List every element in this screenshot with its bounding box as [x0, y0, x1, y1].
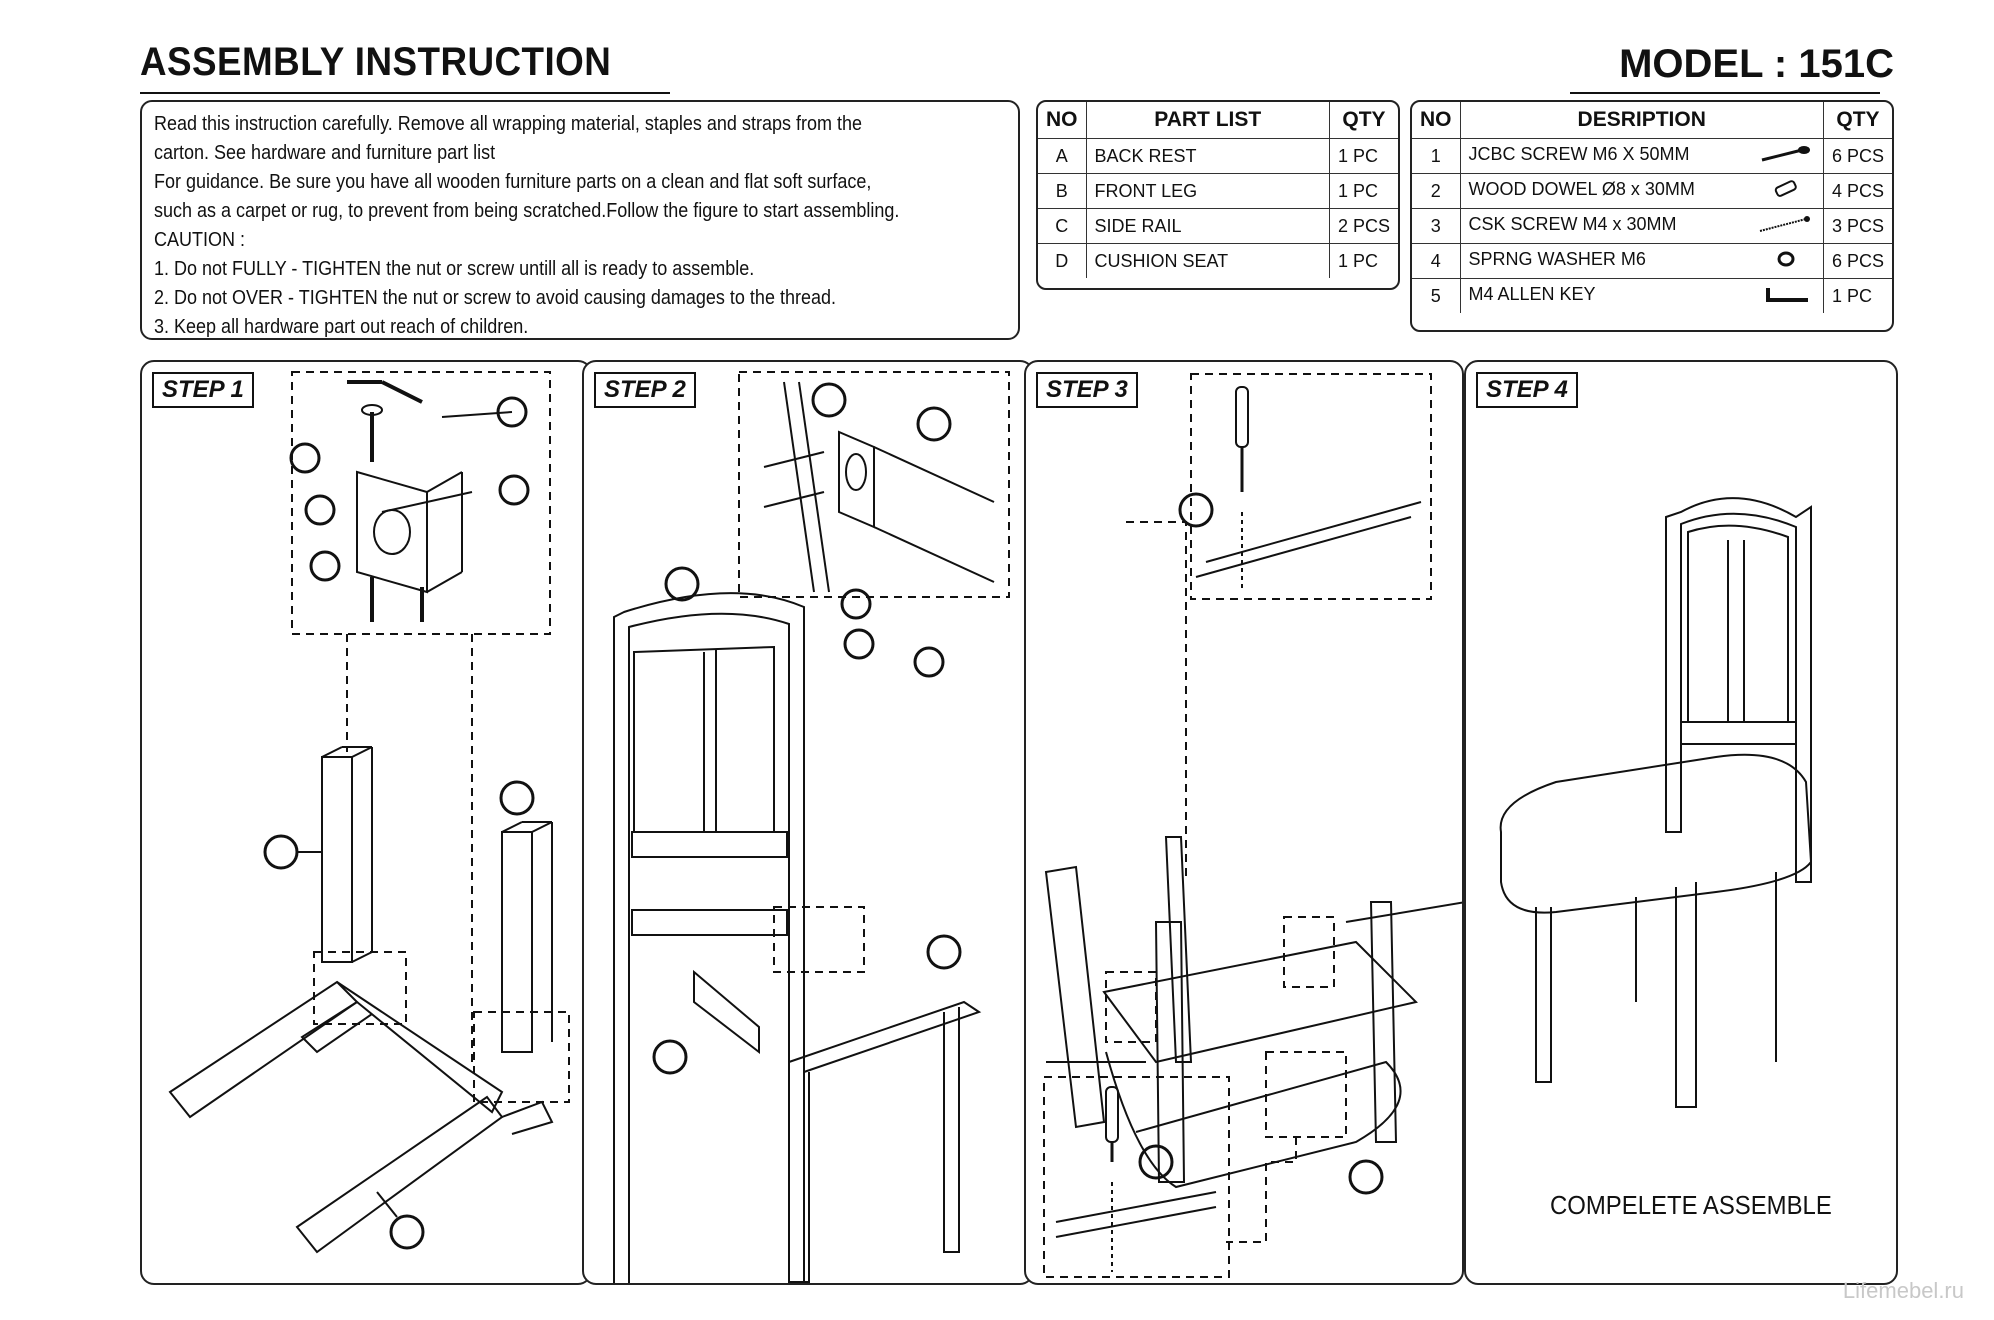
step-2-panel: STEP 2 — [582, 360, 1034, 1285]
part-list-table: NO PART LIST QTY A BACK REST 1 PC B FRON… — [1036, 100, 1400, 290]
hw-name: JCBC SCREW M6 X 50MM — [1468, 143, 1690, 164]
step-label: STEP 2 — [594, 372, 696, 408]
dowel-icon — [1755, 179, 1815, 204]
col-header-no: NO — [1412, 102, 1461, 139]
page-title: ASSEMBLY INSTRUCTION — [140, 40, 612, 84]
part-qty: 1 PC — [1337, 250, 1378, 271]
part-qty: 1 PC — [1329, 174, 1398, 209]
hw-no: 3 — [1412, 209, 1461, 244]
part-name: SIDE RAIL — [1086, 209, 1330, 244]
part-no: D — [1038, 244, 1087, 278]
hw-desc: CSK SCREW M4 x 30MM — [1460, 209, 1824, 244]
caution-heading: CAUTION : — [154, 229, 246, 251]
step-label: STEP 3 — [1036, 372, 1138, 408]
note-line: Read this instruction carefully. Remove … — [154, 113, 862, 135]
hw-no: 5 — [1412, 279, 1461, 313]
hw-desc: SPRNG WASHER M6 — [1460, 244, 1824, 279]
table-row: 2 WOOD DOWEL Ø8 x 30MM 4 PCS — [1412, 174, 1892, 209]
model-number: MODEL : 151C — [1619, 42, 1894, 86]
table-row: B FRONT LEG 1 PC — [1038, 174, 1398, 209]
step-1-panel: STEP 1 — [140, 360, 592, 1285]
note-line: such as a carpet or rug, to prevent from… — [154, 200, 900, 222]
hw-no: 4 — [1412, 244, 1461, 279]
title-underline — [140, 92, 670, 94]
step-3-diagram — [1043, 373, 1462, 1278]
part-name: CUSHION SEAT — [1087, 244, 1330, 278]
table-row: A BACK REST 1 PC — [1038, 139, 1398, 174]
bolt-icon — [1755, 144, 1815, 169]
part-qty: 1 PC — [1329, 139, 1398, 174]
table-row: 1 JCBC SCREW M6 X 50MM 6 PCS — [1412, 139, 1892, 174]
caution-item: 3. Keep all hardware part out reach of c… — [154, 316, 529, 338]
part-no: B — [1038, 174, 1087, 209]
hw-desc: M4 ALLEN KEY — [1461, 279, 1824, 313]
step-4-chair-diagram — [1499, 497, 1813, 1108]
step-4-panel: STEP 4 — [1464, 360, 1898, 1285]
hw-qty: 3 PCS — [1823, 209, 1892, 244]
col-header-part: PART LIST — [1086, 102, 1330, 139]
hw-qty: 1 PC — [1831, 285, 1872, 306]
step-3-panel: STEP 3 — [1024, 360, 1464, 1285]
col-header-qty: QTY — [1329, 102, 1398, 139]
hardware-table: NO DESRIPTION QTY 1 JCBC SCREW M6 X 50MM… — [1410, 100, 1894, 332]
col-header-description: DESRIPTION — [1460, 102, 1824, 139]
step-label: STEP 1 — [152, 372, 254, 408]
hw-qty: 4 PCS — [1823, 174, 1892, 209]
hw-name: WOOD DOWEL Ø8 x 30MM — [1468, 178, 1695, 199]
hw-qty: 6 PCS — [1823, 244, 1892, 279]
caution-item: 1. Do not FULLY - TIGHTEN the nut or scr… — [154, 258, 755, 280]
table-row: 4 SPRNG WASHER M6 6 PCS — [1412, 244, 1892, 279]
model-underline — [1570, 92, 1880, 94]
step-label: STEP 4 — [1476, 372, 1578, 408]
table-row: D CUSHION SEAT 1 PC — [1038, 244, 1398, 278]
table-row: C SIDE RAIL 2 PCS — [1038, 209, 1398, 244]
wood-screw-icon — [1755, 214, 1815, 239]
hw-name: SPRNG WASHER M6 — [1468, 248, 1646, 269]
table-row: 5 M4 ALLEN KEY 1 PC — [1412, 279, 1892, 313]
note-line: For guidance. Be sure you have all woode… — [154, 171, 872, 193]
part-name: FRONT LEG — [1086, 174, 1330, 209]
caution-item: 2. Do not OVER - TIGHTEN the nut or scre… — [154, 287, 837, 309]
hw-desc: JCBC SCREW M6 X 50MM — [1460, 139, 1824, 174]
step-2-diagram — [613, 371, 1010, 1283]
table-row: 3 CSK SCREW M4 x 30MM 3 PCS — [1412, 209, 1892, 244]
instruction-notes: Read this instruction carefully. Remove … — [140, 100, 1020, 340]
hw-desc: WOOD DOWEL Ø8 x 30MM — [1460, 174, 1824, 209]
watermark: Lifemebel.ru — [1842, 1278, 1964, 1303]
hw-qty: 6 PCS — [1823, 139, 1892, 174]
hw-no: 2 — [1412, 174, 1461, 209]
step-1-diagram — [168, 371, 570, 1254]
col-header-qty: QTY — [1823, 102, 1892, 139]
note-line: carton. See hardware and furniture part … — [154, 142, 496, 164]
col-header-no: NO — [1038, 102, 1087, 139]
part-qty: 2 PCS — [1329, 209, 1398, 244]
hw-name: CSK SCREW M4 x 30MM — [1468, 213, 1677, 234]
part-name: BACK REST — [1086, 139, 1330, 174]
hw-no: 1 — [1412, 139, 1461, 174]
part-no: A — [1038, 139, 1087, 174]
washer-icon — [1755, 249, 1815, 274]
hw-name: M4 ALLEN KEY — [1468, 283, 1596, 304]
allen-key-icon — [1755, 284, 1815, 309]
part-no: C — [1038, 209, 1087, 244]
step-4-caption: COMPELETE ASSEMBLE — [1550, 1190, 1832, 1220]
